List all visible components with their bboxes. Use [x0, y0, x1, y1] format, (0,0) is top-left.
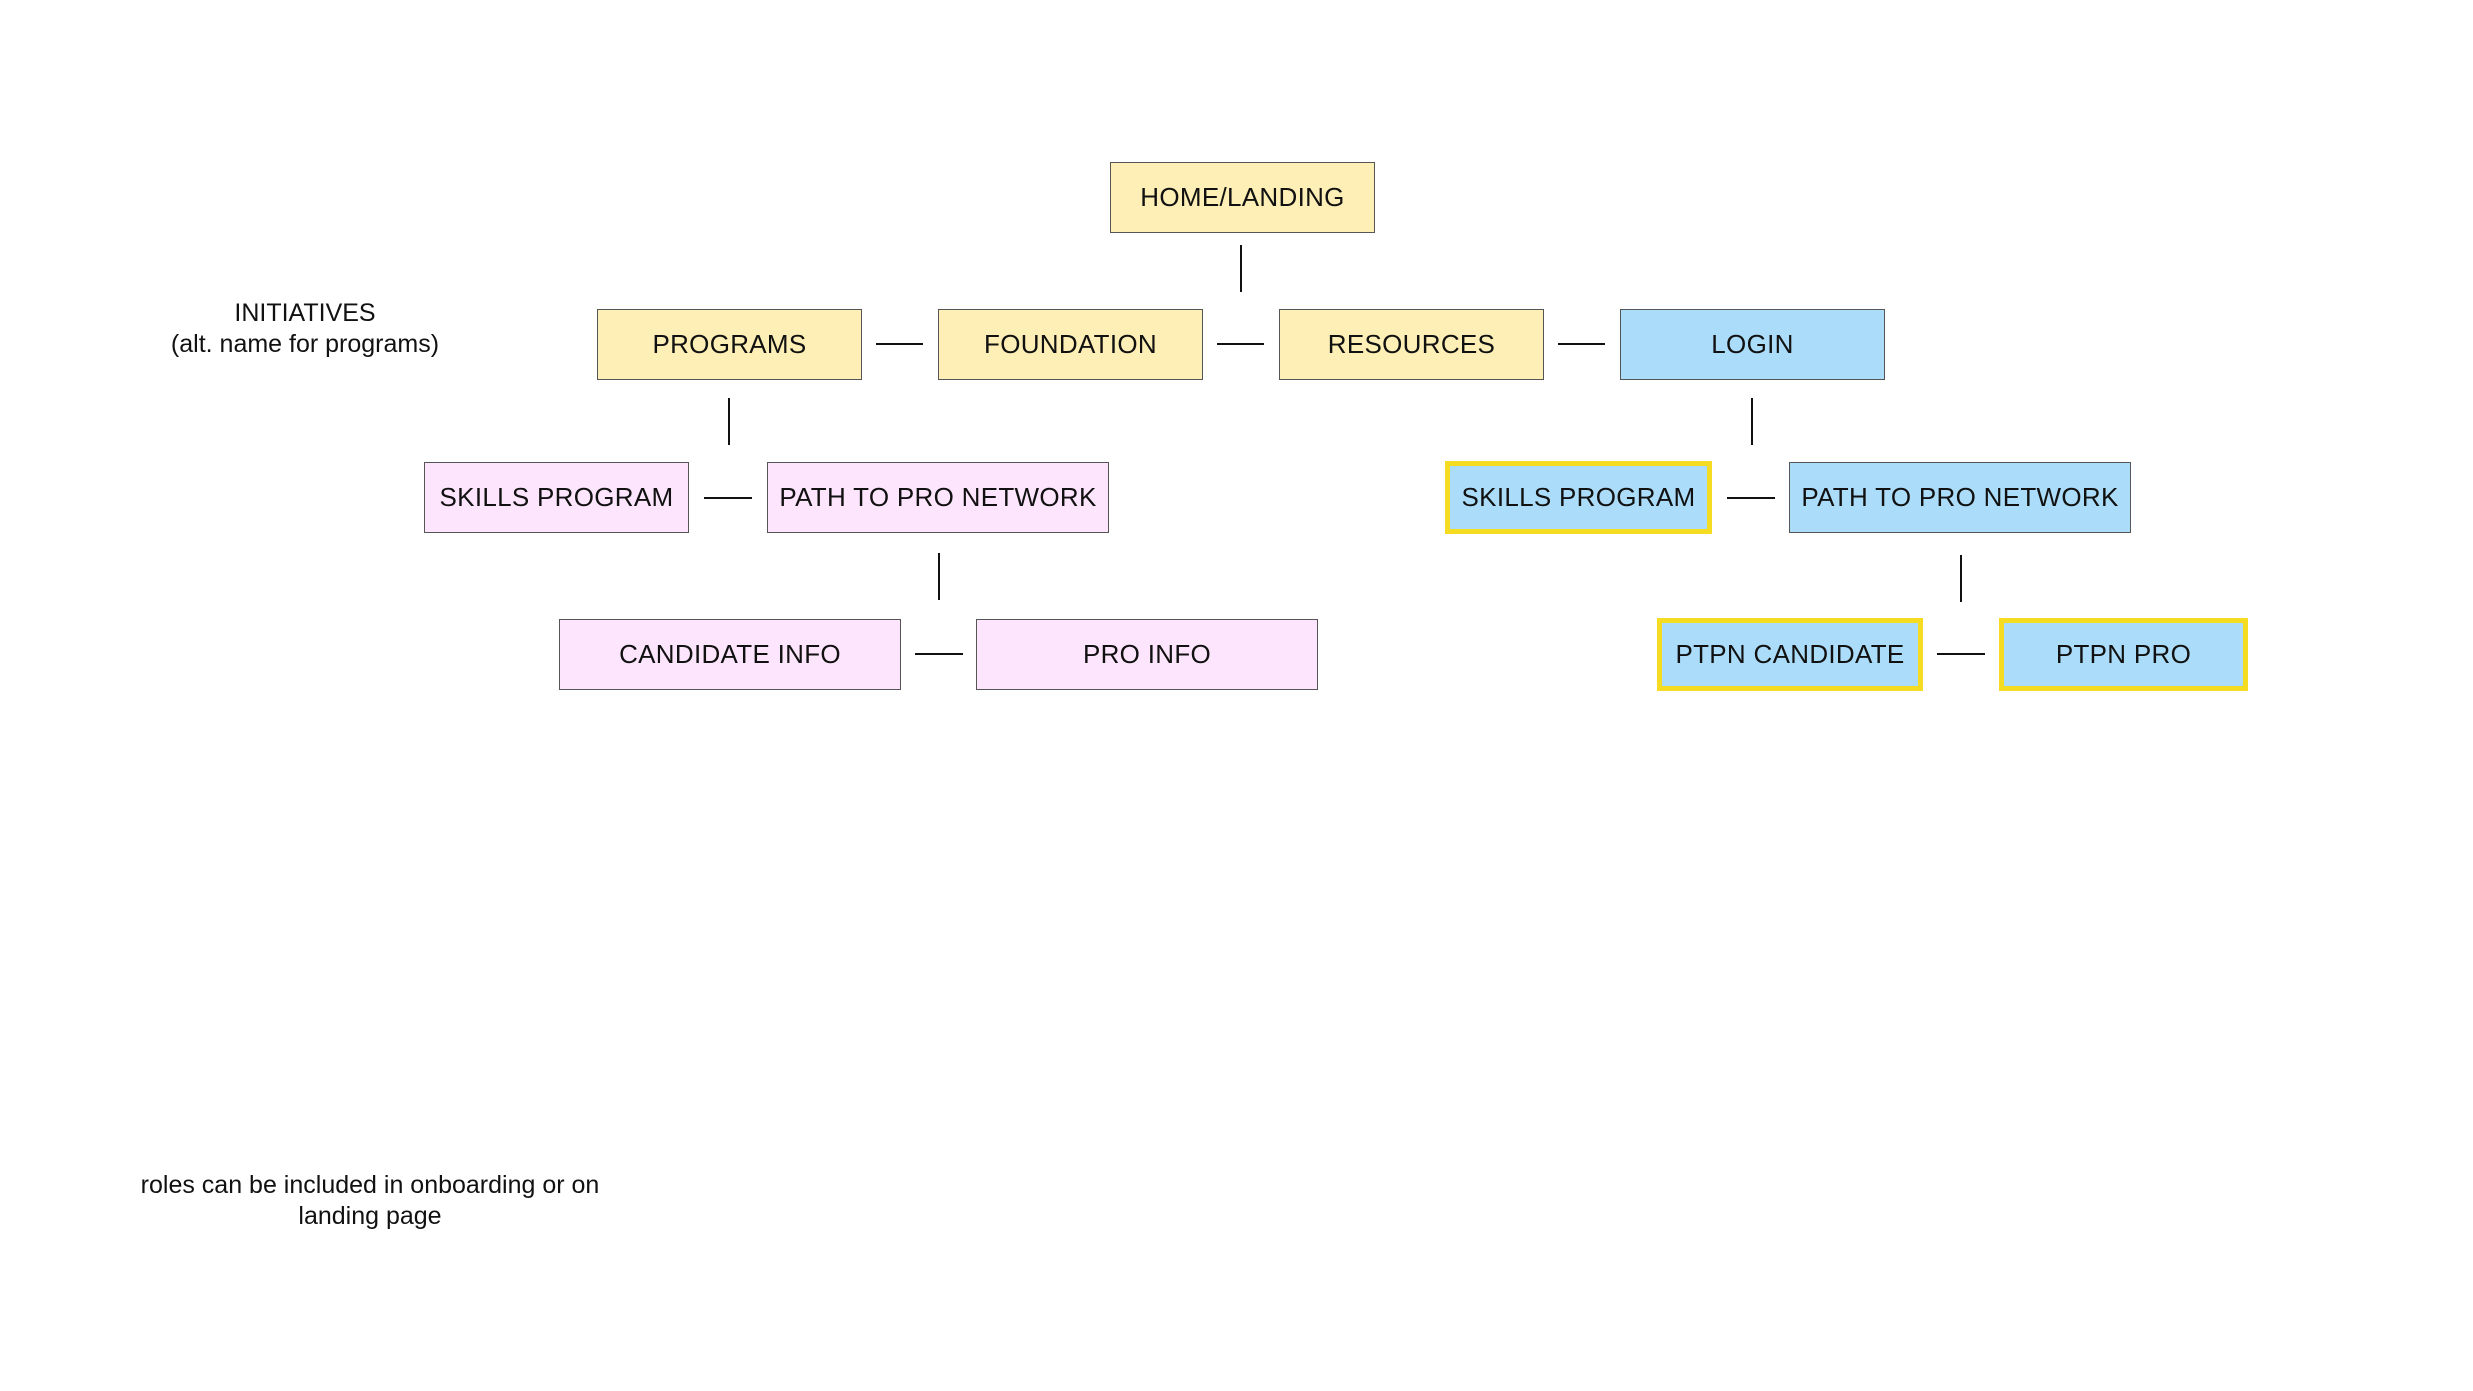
node-ptpn-candidate[interactable]: PTPN CANDIDATE — [1657, 618, 1923, 691]
connector-login-down — [1751, 398, 1753, 445]
connector-path-left-down — [938, 553, 940, 600]
connector-skills-path-right — [1727, 497, 1775, 499]
initiatives-note-subtitle: (alt. name for programs) — [170, 330, 440, 358]
node-login[interactable]: LOGIN — [1620, 309, 1885, 380]
roles-note-line-1: roles can be included in onboarding or o… — [140, 1171, 600, 1199]
roles-note-line-2: landing page — [298, 1202, 442, 1230]
connector-foundation-resources — [1217, 343, 1264, 345]
roles-note: roles can be included in onboarding or o… — [100, 1170, 640, 1232]
connector-skills-path-left — [704, 497, 752, 499]
initiatives-note-title: INITIATIVES — [234, 299, 376, 327]
connector-programs-down — [728, 398, 730, 445]
node-ptpn-pro[interactable]: PTPN PRO — [1999, 618, 2248, 691]
node-foundation[interactable]: FOUNDATION — [938, 309, 1203, 380]
connector-programs-foundation — [876, 343, 923, 345]
connector-candidate-pro-info — [915, 653, 963, 655]
node-home-landing[interactable]: HOME/LANDING — [1110, 162, 1375, 233]
node-skills-program-left[interactable]: SKILLS PROGRAM — [424, 462, 689, 533]
node-path-to-pro-network-right[interactable]: PATH TO PRO NETWORK — [1789, 462, 2131, 533]
node-candidate-info[interactable]: CANDIDATE INFO — [559, 619, 901, 690]
connector-home-to-row2 — [1240, 245, 1242, 292]
node-path-to-pro-network-left[interactable]: PATH TO PRO NETWORK — [767, 462, 1109, 533]
node-skills-program-right[interactable]: SKILLS PROGRAM — [1445, 461, 1712, 534]
connector-ptpn-candidate-pro — [1937, 653, 1985, 655]
node-pro-info[interactable]: PRO INFO — [976, 619, 1318, 690]
connector-path-right-down — [1960, 555, 1962, 602]
node-resources[interactable]: RESOURCES — [1279, 309, 1544, 380]
initiatives-note: INITIATIVES (alt. name for programs) — [140, 298, 470, 360]
connector-resources-login — [1558, 343, 1605, 345]
node-programs[interactable]: PROGRAMS — [597, 309, 862, 380]
